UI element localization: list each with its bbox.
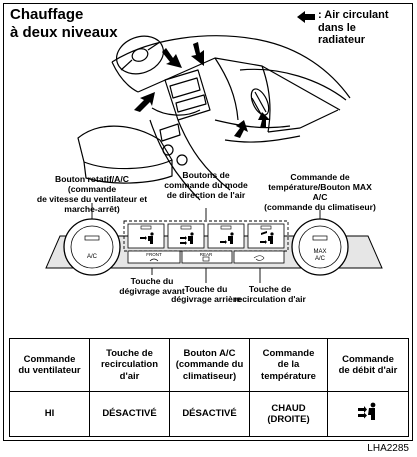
figure-title: Chauffage à deux niveaux	[10, 6, 118, 42]
callout-line: de direction de l'air	[166, 190, 246, 200]
bilevel-mode-icon	[180, 232, 194, 245]
cell-line: (DROITE)	[267, 414, 310, 425]
title-line: à deux niveaux	[10, 24, 118, 41]
callout-line: Touche du	[130, 276, 174, 286]
callout-recirculation: Touche de recirculation d'air	[224, 284, 316, 304]
callout-line: dégivrage avant	[119, 286, 185, 296]
airflow-arrows	[134, 42, 270, 138]
vent-mode-icon	[140, 232, 154, 244]
figure-frame	[3, 3, 413, 441]
mode-icons	[140, 231, 274, 245]
indicator-light	[312, 235, 328, 241]
cell-temperature: CHAUD (DROITE)	[249, 391, 328, 437]
cell-airflow	[327, 391, 409, 437]
cell-line: Commande	[262, 347, 315, 359]
callout-line: (commande du climatiseur)	[264, 202, 376, 212]
callout-line: Bouton rotatif/A/C (commande	[55, 174, 129, 194]
callout-line: température/Bouton MAX A/C	[268, 182, 372, 202]
recirculation-icon	[253, 255, 265, 261]
legend-line: : Air circulant	[318, 9, 389, 21]
figure-code: LHA2285	[367, 443, 409, 454]
callout-line: dégivrage arrière	[171, 294, 241, 304]
front-button-label: FRONT	[146, 252, 162, 257]
cell-line: d'air	[119, 370, 140, 382]
arrow-mark	[258, 112, 270, 128]
callout-line: Boutons de	[182, 170, 230, 180]
callout-line: Touche du	[184, 284, 228, 294]
header-ac-button: Bouton A/C (commande du climatiseur)	[169, 338, 250, 392]
legend-line: dans le	[318, 21, 356, 34]
cell-line: DÉSACTIVÉ	[102, 408, 157, 420]
cell-line: DÉSACTIVÉ	[182, 408, 237, 420]
cell-line: CHAUD	[271, 402, 306, 414]
control-panel: A/C MAX A/C	[45, 218, 383, 276]
indicator-light	[260, 225, 272, 230]
cell-line: Bouton A/C	[183, 347, 236, 359]
callout-front-defrost: Touche du dégivrage avant	[112, 276, 192, 296]
cell-line: du ventilateur	[18, 365, 81, 376]
table-header-row: Commande du ventilateur Touche de recirc…	[9, 338, 409, 392]
cell-line: Commande	[342, 353, 394, 365]
indicator-light	[84, 235, 100, 241]
header-recirculation: Touche de recirculation d'air	[89, 338, 170, 392]
cell-line: de la	[277, 359, 300, 371]
cell-line: température	[261, 370, 316, 382]
table-row: HI DÉSACTIVÉ DÉSACTIVÉ CHAUD (DROITE)	[9, 391, 409, 437]
cell-line: HI	[44, 408, 55, 420]
right-knob-label-1: MAX	[313, 249, 326, 255]
callout-mode-buttons: Boutons de commande du mode de direction…	[156, 170, 256, 200]
callout-temp-knob: Commande de température/Bouton MAX A/C (…	[260, 172, 380, 212]
cell-line: (commande du	[175, 359, 244, 371]
callout-line: Touche de	[248, 284, 292, 294]
rear-defrost-icon	[202, 256, 210, 262]
title-line: Chauffage	[10, 6, 84, 23]
front-defrost-icon	[149, 258, 159, 262]
cell-line: Commande	[23, 353, 76, 365]
settings-table: Commande du ventilateur Touche de recirc…	[9, 338, 409, 437]
header-temperature: Commande de la température	[249, 338, 328, 392]
callout-rear-defrost: Touche du dégivrage arrière	[164, 284, 248, 304]
temperature-knob	[291, 218, 349, 276]
arrow-mark	[134, 92, 155, 112]
cell-line: recirculation	[100, 359, 159, 371]
callout-line: marche-arrêt)	[64, 204, 120, 214]
foot-defrost-mode-icon	[260, 231, 274, 244]
cell-recirculation: DÉSACTIVÉ	[89, 391, 170, 437]
cell-line: climatiseur)	[182, 370, 237, 382]
indicator-light	[140, 225, 152, 230]
callout-line: Commande de	[290, 172, 350, 182]
callout-fan-knob: Bouton rotatif/A/C (commande de vitesse …	[30, 174, 154, 214]
header-airflow: Commande de débit d'air	[327, 338, 409, 392]
bilevel-airflow-icon	[358, 402, 376, 421]
cell-line: de débit d'air	[338, 365, 398, 376]
foot-mode-icon	[220, 232, 234, 244]
header-fan-control: Commande du ventilateur	[9, 338, 90, 392]
indicator-light	[220, 225, 232, 230]
legend-line: radiateur	[318, 34, 366, 46]
arrow-mark	[234, 120, 248, 138]
cell-fan: HI	[9, 391, 90, 437]
dashboard-drawing	[77, 35, 351, 201]
callout-line: recirculation d'air	[234, 294, 306, 304]
legend-text: : Air circulant dans le radiateur	[318, 9, 389, 47]
callout-line: commande du mode	[164, 180, 248, 190]
illustration: A/C MAX A/C	[45, 35, 383, 283]
fan-speed-knob	[63, 218, 121, 276]
recirculation-button	[233, 250, 285, 264]
rear-button-label: REAR	[200, 252, 213, 257]
arrow-mark	[191, 42, 204, 66]
left-arrow-icon	[297, 11, 315, 23]
indicator-light	[180, 225, 192, 230]
cell-ac: DÉSACTIVÉ	[169, 391, 250, 437]
cell-line: Touche de	[106, 347, 153, 359]
arrow-mark	[162, 48, 182, 68]
right-knob-label-2: A/C	[315, 256, 326, 262]
front-defrost-button	[127, 250, 181, 264]
left-knob-label: A/C	[87, 254, 98, 260]
callout-line: de vitesse du ventilateur et	[36, 194, 148, 204]
